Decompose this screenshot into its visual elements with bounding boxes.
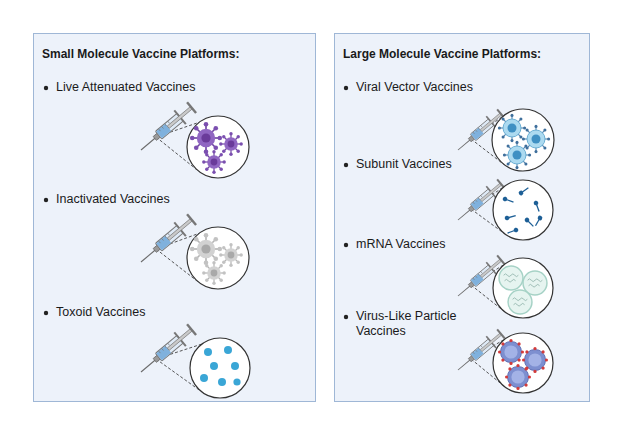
subunit-icons	[502, 186, 543, 235]
panel-heading: Small Molecule Vaccine Platforms:	[42, 47, 239, 62]
bullet-dots	[44, 86, 348, 319]
toxoid-dots	[200, 346, 241, 386]
viral-vector-icons	[498, 114, 550, 169]
platform-label: Subunit Vaccines	[356, 157, 556, 172]
live-virus-icons	[190, 122, 243, 174]
zoom-circles	[187, 109, 554, 398]
mrna-nanoparticle-icons	[499, 266, 547, 314]
syringe-icons	[135, 101, 506, 379]
platform-label: Live Attenuated Vaccines	[56, 80, 276, 95]
platform-label: Viral Vector Vaccines	[356, 80, 556, 95]
platform-label: Toxoid Vaccines	[56, 305, 276, 320]
platform-label: mRNA Vaccines	[356, 237, 556, 252]
zoom-lines	[156, 115, 505, 392]
vlp-icons	[498, 339, 548, 390]
platform-label: Inactivated Vaccines	[56, 192, 276, 207]
platform-label: Virus-Like Particle Vaccines	[356, 309, 478, 339]
panel-heading: Large Molecule Vaccine Platforms:	[343, 47, 541, 62]
inactivated-virus-icons	[190, 233, 243, 285]
